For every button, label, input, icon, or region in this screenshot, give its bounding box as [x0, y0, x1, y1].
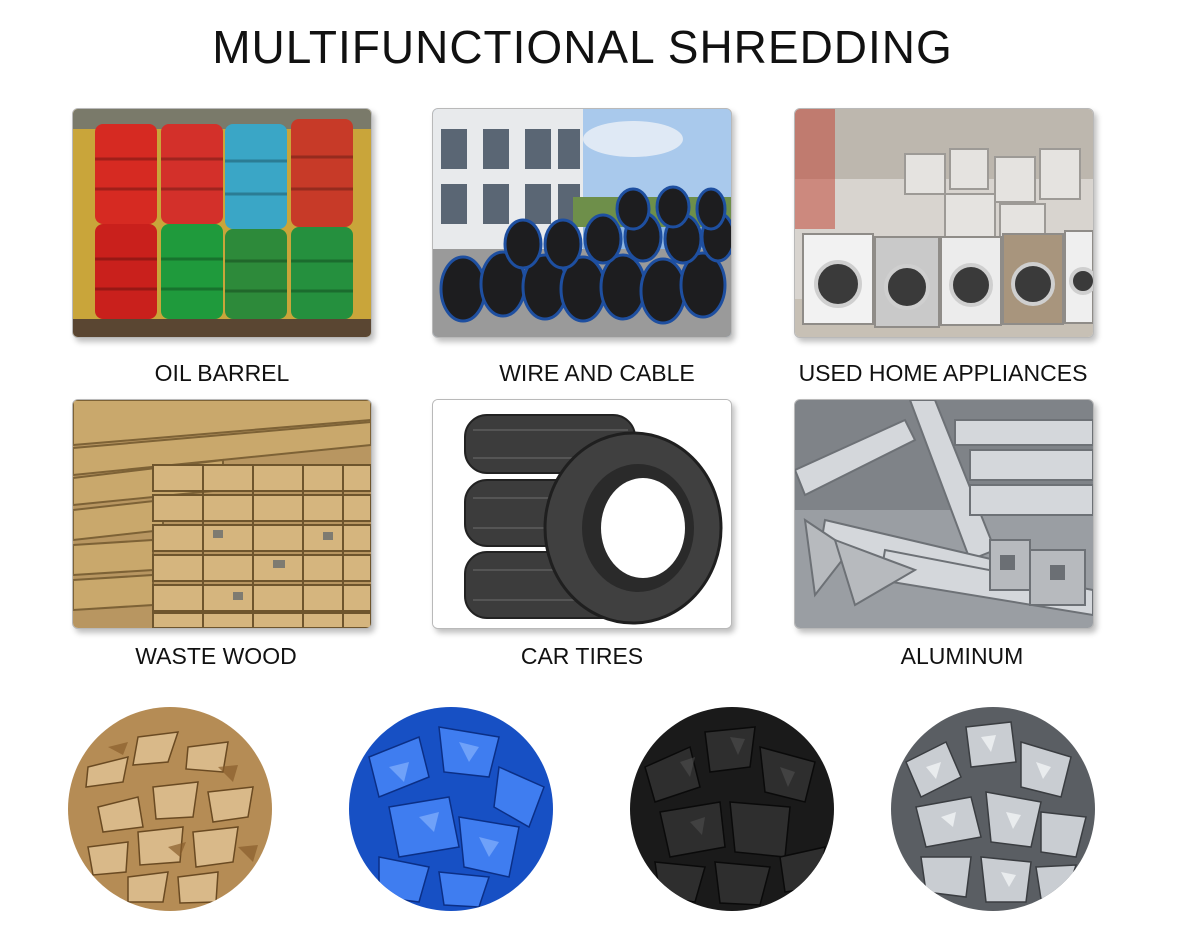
- car-tires-image: [432, 399, 732, 629]
- oil-barrel-label: OIL BARREL: [154, 360, 290, 386]
- oil-barrel-image: [72, 108, 372, 338]
- waste-wood-image: [72, 399, 372, 629]
- wire-and-cable-image: [432, 108, 732, 338]
- metal-scrap-image: [891, 707, 1095, 911]
- used-home-appliances-image: [794, 108, 1094, 338]
- car-tires-label: CAR TIRES: [520, 643, 644, 669]
- wire-and-cable-label: WIRE AND CABLE: [499, 360, 695, 386]
- blue-plastic-flakes-image: [349, 707, 553, 911]
- aluminum-label: ALUMINUM: [900, 643, 1024, 669]
- aluminum-image: [794, 399, 1094, 629]
- waste-wood-label: WASTE WOOD: [135, 643, 297, 669]
- page-title: MULTIFUNCTIONAL SHREDDING: [212, 21, 953, 73]
- used-home-appliances-label: USED HOME APPLIANCES: [798, 360, 1088, 386]
- black-rubber-shreds-image: [630, 707, 834, 911]
- wood-chips-image: [68, 707, 272, 911]
